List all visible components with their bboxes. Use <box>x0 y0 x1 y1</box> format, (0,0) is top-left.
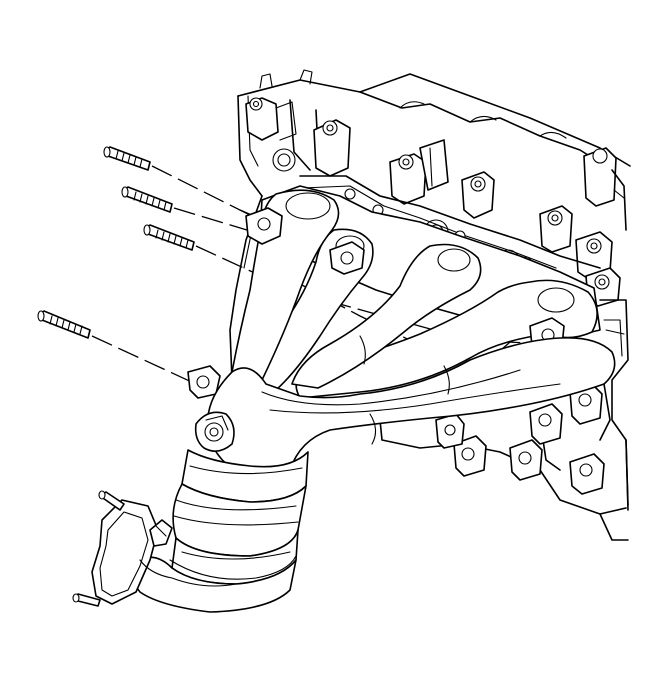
catalytic-converter <box>169 483 307 585</box>
exhaust-manifold <box>181 185 616 503</box>
outlet-pipe-and-flange <box>72 490 297 613</box>
stud-2 <box>121 186 173 213</box>
stud-3 <box>143 224 195 251</box>
stud-1 <box>103 146 151 171</box>
cylinder-head <box>229 69 631 541</box>
manifold-studs <box>37 146 195 339</box>
lower-bracket <box>369 329 629 506</box>
stud-4 <box>37 310 91 339</box>
